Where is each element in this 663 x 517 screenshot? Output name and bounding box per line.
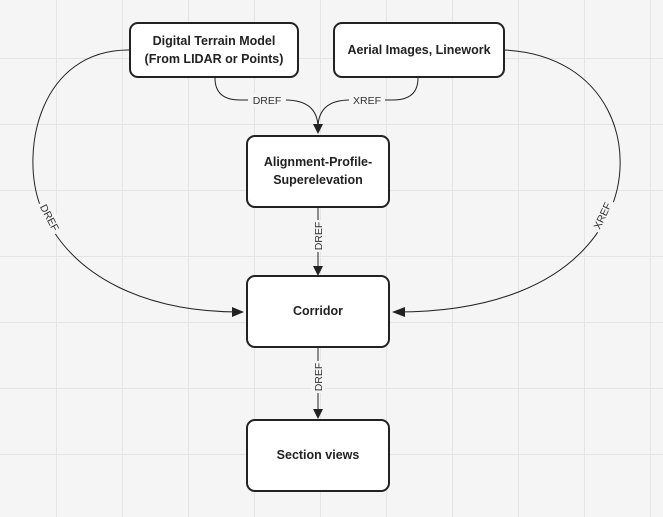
node-alignment-profile-superelevation[interactable]: Alignment-Profile- Superelevation [246,135,390,208]
edge-dtm-to-corridor [32,49,241,313]
edge-label-text: XREF [353,95,381,107]
arrowhead-corridor-top [313,266,323,276]
arrowhead-section-top [313,409,323,419]
arrowhead-alignment-top [313,124,323,134]
edge-label-corridor-section: DREF [311,361,325,393]
node-section-views[interactable]: Section views [246,419,390,492]
edge-label-text: DREF [313,363,325,392]
edge-label-dtm-corridor: DREF [35,199,65,236]
edge-aerial-to-corridor [396,49,621,313]
node-label-line-1: Corridor [293,304,343,318]
edge-label-dtm-alignment: DREF [248,93,286,107]
edge-label-aerial-alignment: XREF [349,93,385,107]
node-label-line-1: Digital Terrain Model [153,34,276,48]
node-aerial-images-linework[interactable]: Aerial Images, Linework [333,22,505,78]
edge-label-text: DREF [313,222,325,251]
edge-label-text: DREF [253,95,282,107]
edge-label-alignment-corridor: DREF [311,220,325,252]
arrowhead-corridor-left [232,307,244,317]
node-label-line-1: Aerial Images, Linework [347,43,490,57]
edge-label-aerial-corridor: XREF [588,197,616,234]
node-digital-terrain-model[interactable]: Digital Terrain Model (From LIDAR or Poi… [129,22,299,78]
node-label-line-1: Section views [277,448,360,462]
node-label-line-2: (From LIDAR or Points) [145,52,284,66]
node-label-line-2: Superelevation [273,173,363,187]
node-corridor[interactable]: Corridor [246,275,390,348]
node-label-line-1: Alignment-Profile- [264,155,372,169]
arrowhead-corridor-right [392,307,405,317]
